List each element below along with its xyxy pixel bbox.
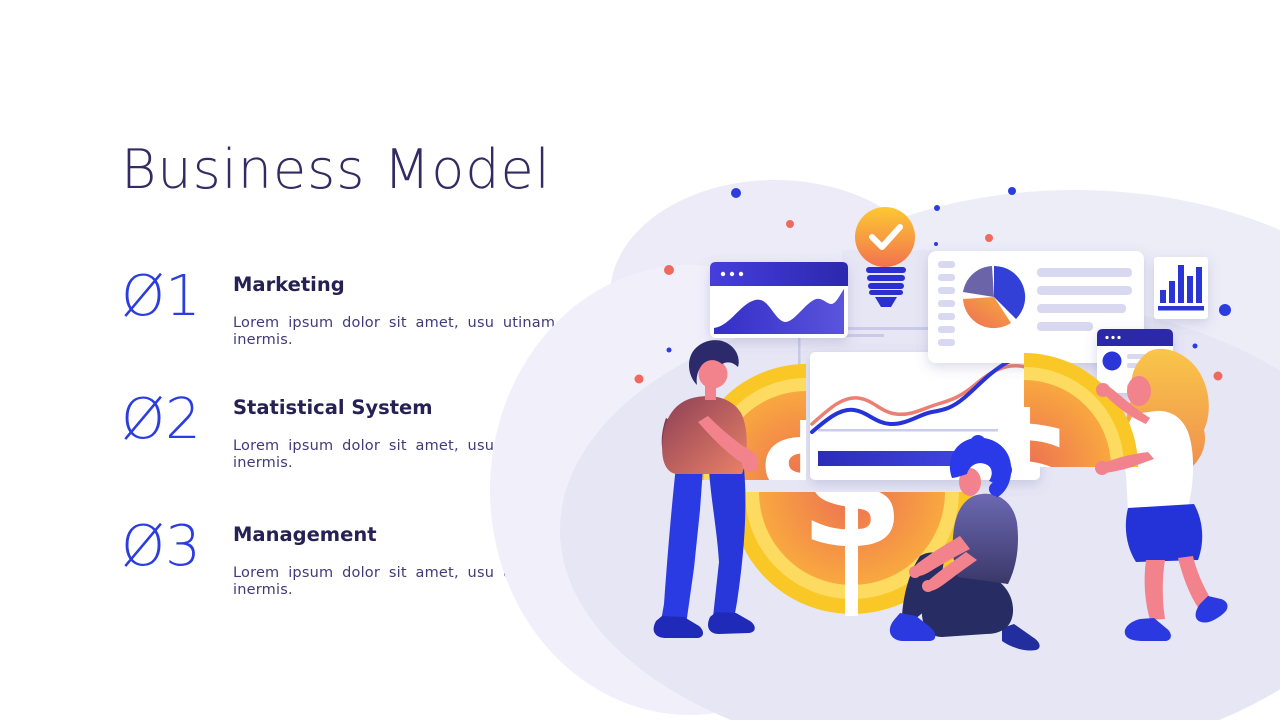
dollar-fragment: $ <box>754 396 858 570</box>
item-heading: Statistical System <box>233 396 433 419</box>
browser-area-chart-icon <box>710 262 848 338</box>
list-item-statistical-system: Ø2 Statistical System Lorem ipsum dolor … <box>121 387 621 472</box>
list-item-management: Ø3 Management Lorem ipsum dolor sit amet… <box>121 514 621 599</box>
area-chart <box>714 289 844 334</box>
item-number-01: Ø1 <box>121 264 201 329</box>
item-texts: Management Lorem ipsum dolor sit amet, u… <box>233 518 621 599</box>
item-number-03: Ø3 <box>121 514 201 579</box>
business-illustration: $ $ $ <box>490 180 1280 720</box>
item-texts: Marketing Lorem ipsum dolor sit amet, us… <box>233 268 621 349</box>
coral-line <box>810 363 1042 426</box>
avatar <box>1102 351 1122 371</box>
lightbulb-check-icon <box>855 207 915 307</box>
profile-card-dots-icon <box>1105 335 1121 340</box>
man-hair <box>688 340 739 385</box>
bar-chart-icon <box>1158 265 1204 311</box>
item-heading: Management <box>233 523 377 546</box>
confetti-dots <box>634 187 1231 384</box>
man-figure <box>653 340 758 638</box>
card-left-lines <box>938 261 955 346</box>
list-item-marketing: Ø1 Marketing Lorem ipsum dolor sit amet,… <box>121 264 621 349</box>
coin-piece-top-right: $ <box>972 353 1138 557</box>
bar-chart-card <box>1154 257 1208 319</box>
item-body: Lorem ipsum dolor sit amet, usu utinam i… <box>233 315 556 348</box>
pie-chart-icon <box>963 265 1026 329</box>
dollar-fragment: $ <box>972 383 1076 557</box>
item-heading: Marketing <box>233 273 345 296</box>
browser-dots-icon <box>720 271 744 277</box>
page-title: Business Model <box>121 138 551 201</box>
woman-arms <box>1095 383 1154 475</box>
card-text-lines <box>1037 268 1132 331</box>
item-body: Lorem ipsum dolor sit amet, usu utinam i… <box>233 438 556 471</box>
item-texts: Statistical System Lorem ipsum dolor sit… <box>233 391 621 472</box>
check-icon <box>869 224 903 250</box>
kneeling-figure <box>889 435 1040 651</box>
pie-chart-card <box>928 251 1144 363</box>
woman-figure <box>1123 348 1228 641</box>
item-number-02: Ø2 <box>121 387 201 452</box>
item-body: Lorem ipsum dolor sit amet, usu utinam i… <box>233 565 556 598</box>
